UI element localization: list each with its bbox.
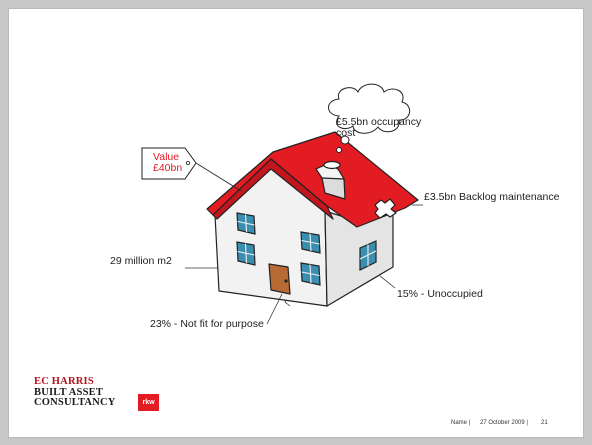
price-tag-icon [141, 147, 242, 192]
page-number: 21 [541, 420, 548, 426]
floor-area-label: 29 million m2 [110, 255, 172, 267]
leader-lines [185, 204, 423, 325]
price-tag-line2: £40bn [153, 162, 183, 174]
logo-line2: BUILT ASSET [34, 386, 104, 398]
price-tag-label: Value £40bn [153, 152, 182, 174]
window-panes [237, 214, 377, 284]
logo-line1: EC HARRIS [34, 376, 94, 387]
logo-line3: CONSULTANCY [34, 397, 116, 408]
backlog-maintenance-label: £3.5bn Backlog maintenance [424, 191, 560, 203]
occupancy-cost-label: £5.5bn occupancy cost [336, 117, 421, 139]
unoccupied-label: 15% - Unoccupied [397, 288, 483, 300]
house-illustration [141, 83, 423, 325]
house [206, 131, 419, 307]
price-tag-line1: Value [153, 151, 180, 163]
occupancy-cost-line2: cost [336, 127, 356, 139]
cloud-icon [328, 83, 410, 153]
not-fit-for-purpose-label: 23% - Not fit for purpose [150, 318, 264, 330]
occupancy-cost-line1: £5.5bn occupancy [336, 116, 422, 128]
rkw-logo: rkw [138, 394, 159, 411]
ec-harris-logo: EC HARRIS BUILT ASSET CONSULTANCY [34, 376, 116, 409]
slide: Value £40bn £5.5bn occupancy cost £3.5bn… [8, 8, 584, 438]
footer-date: 27 October 2009 | [480, 420, 528, 426]
footer-name: Name | [451, 420, 471, 426]
